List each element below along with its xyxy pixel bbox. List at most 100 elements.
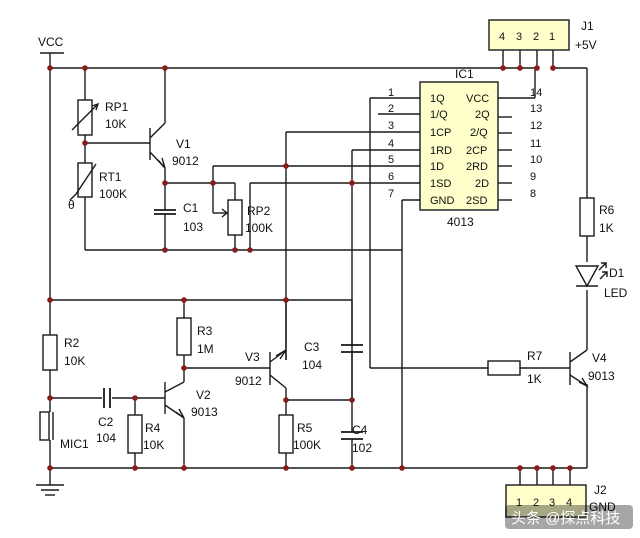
ic1-right-pin-number: 11 [530, 138, 541, 150]
resistor-r4 [127, 414, 143, 454]
transistor-v1 [149, 122, 166, 169]
led-d1 [574, 262, 608, 288]
resistor-r2 [42, 334, 58, 371]
d1-ref-label: D1 [609, 266, 625, 280]
mic1-ref-label: MIC1 [60, 437, 89, 451]
ic1-left-pin-number: 3 [388, 120, 394, 132]
ic1-4013 [419, 81, 499, 211]
ic1-right-pin-name: 2/Q [470, 127, 488, 139]
ic1-left-pin-name: 1CP [430, 127, 451, 139]
rp2-ref-label: RP2 [247, 204, 271, 218]
r6-value-label: 1K [599, 221, 614, 235]
v4-value-label: 9013 [588, 369, 615, 383]
resistor-r6 [579, 197, 595, 237]
j1-pin-number: 1 [549, 31, 555, 43]
v1-ref-label: V1 [176, 137, 191, 151]
potentiometer-rp1 [71, 99, 100, 136]
r3-ref-label: R3 [197, 324, 213, 338]
ic1-right-pin-name: 2RD [466, 161, 488, 173]
v2-value-label: 9013 [191, 405, 218, 419]
transistor-v2 [164, 381, 185, 419]
ic1-left-pin-number: 7 [388, 188, 394, 200]
j1-pin-number: 3 [516, 31, 522, 43]
thermistor-rt1 [69, 162, 97, 201]
ic1-left-pin-number: 1 [388, 87, 394, 99]
junction-dots [47, 65, 573, 471]
connector-j2 [505, 484, 587, 518]
j2-pin-number: 4 [566, 497, 572, 509]
r2-value-label: 10K [64, 354, 85, 368]
ic1-right-pin-number: 13 [530, 103, 542, 115]
ic1-part-label: 4013 [447, 215, 474, 229]
ic1-left-pin-name: 1SD [430, 178, 451, 190]
connector-j1 [488, 19, 570, 51]
j1-ref-label: J1 [581, 19, 594, 33]
j1-pin-number: 2 [533, 31, 539, 43]
ic1-right-pin-number: 8 [530, 188, 536, 200]
j2-note-label: GND [589, 500, 616, 514]
j2-pin-number: 3 [549, 497, 555, 509]
r7-ref-label: R7 [527, 349, 543, 363]
ic1-left-pin-number: 6 [388, 171, 394, 183]
resistor-r3 [176, 317, 192, 356]
c1-ref-label: C1 [183, 201, 199, 215]
ic1-left-pin-number: 4 [388, 138, 394, 150]
rt1-theta-symbol: θ [68, 198, 75, 212]
potentiometer-rp2 [213, 199, 243, 236]
ic1-left-pin-name: 1/Q [430, 109, 448, 121]
ic1-left-pin-name: 1Q [430, 93, 445, 105]
ic1-left-pin-name: GND [430, 195, 455, 207]
ic1-right-pin-name: VCC [466, 93, 489, 105]
r2-ref-label: R2 [64, 336, 80, 350]
v4-ref-label: V4 [592, 351, 607, 365]
r5-ref-label: R5 [297, 421, 313, 435]
r3-value-label: 1M [197, 342, 214, 356]
c2-ref-label: C2 [98, 415, 114, 429]
ic1-right-pin-number: 12 [530, 120, 542, 132]
rt1-ref-label: RT1 [99, 170, 122, 184]
r4-ref-label: R4 [145, 421, 161, 435]
capacitor-c3 [341, 344, 363, 353]
rp1-ref-label: RP1 [105, 100, 129, 114]
vcc-label: VCC [38, 35, 64, 49]
j2-pin-number: 2 [533, 497, 539, 509]
c2-value-label: 104 [96, 431, 116, 445]
v1-value-label: 9012 [172, 154, 199, 168]
ic1-left-pin-number: 5 [388, 154, 394, 166]
r7-value-label: 1K [527, 372, 542, 386]
capacitor-c4 [341, 431, 363, 440]
rt1-value-label: 100K [99, 187, 127, 201]
labels: VCC IC1 4013 1 2 3 4 5 6 7 1Q 1/Q 1CP 1R… [38, 19, 633, 529]
r6-ref-label: R6 [599, 203, 615, 217]
ic1-ref-label: IC1 [455, 67, 474, 81]
rp2-value-label: 100K [245, 221, 273, 235]
v2-ref-label: V2 [196, 388, 211, 402]
c4-value-label: 102 [352, 441, 372, 455]
transistor-v4 [569, 349, 589, 388]
ic1-left-pin-name: 1RD [430, 145, 452, 157]
r5-value-label: 100K [293, 438, 321, 452]
ic1-right-pin-number: 14 [530, 87, 542, 99]
j1-pin-number: 4 [499, 31, 505, 43]
watermark-text: 头条 @探点科技 [511, 510, 620, 527]
r4-value-label: 10K [143, 438, 164, 452]
j2-pin-number: 1 [516, 497, 522, 509]
c3-value-label: 104 [302, 358, 322, 372]
ic1-right-pin-number: 10 [530, 154, 542, 166]
v3-ref-label: V3 [245, 350, 260, 364]
microphone-mic1 [39, 411, 54, 441]
resistor-r5 [278, 414, 294, 454]
c1-value-label: 103 [183, 220, 203, 234]
rp1-value-label: 10K [105, 117, 126, 131]
j1-note-label: +5V [575, 38, 597, 52]
c3-ref-label: C3 [304, 340, 320, 354]
resistor-r7 [487, 360, 521, 376]
ic1-right-pin-name: 2Q [475, 109, 490, 121]
transistor-v3 [269, 349, 287, 389]
j2-ref-label: J2 [594, 483, 607, 497]
watermark-backdrop [505, 505, 633, 529]
capacitor-c1 [154, 209, 176, 215]
ic1-right-pin-name: 2SD [466, 195, 487, 207]
